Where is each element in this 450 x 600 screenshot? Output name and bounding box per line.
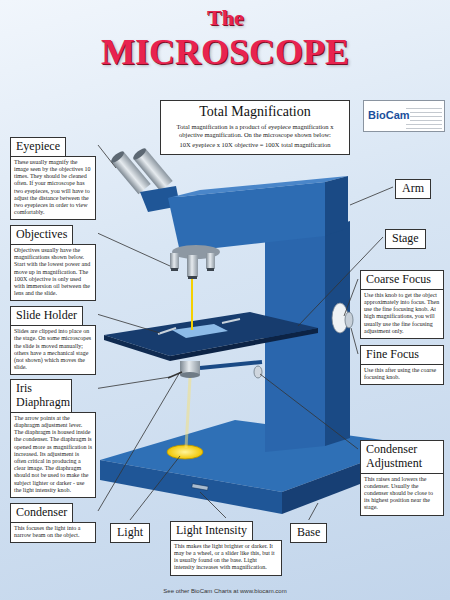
leader-line <box>260 374 358 449</box>
head-side <box>325 176 348 236</box>
part-description: This focuses the light into a narrow bea… <box>10 522 96 543</box>
light-glow <box>186 378 190 448</box>
part-box: Iris DiaphragmThe arrow points at the di… <box>10 379 96 498</box>
lens-tip <box>207 268 214 271</box>
tube-end <box>132 146 148 161</box>
head-front <box>168 182 325 252</box>
part-heading: Arm <box>395 179 431 199</box>
leader-line <box>98 314 160 333</box>
leader-line <box>130 456 180 520</box>
light-beam <box>191 279 193 330</box>
leader-line <box>309 503 318 520</box>
condenser-bracket <box>200 362 262 368</box>
leader-line <box>344 279 358 316</box>
leader-line <box>351 328 358 354</box>
part-description: The arrow points at the diaphragm adjust… <box>10 412 96 498</box>
objective-lens <box>206 253 215 269</box>
part-description: Slides are clipped into place on the sta… <box>10 325 96 375</box>
part-description: Use this after using the coarse focusing… <box>360 364 444 385</box>
part-tag: Light <box>110 522 150 543</box>
part-box: Light IntensityThis makes the light brig… <box>170 520 282 576</box>
part-heading: Base <box>290 523 327 543</box>
part-description: This makes the light brighter or darker.… <box>170 540 282 576</box>
part-heading: Light Intensity <box>170 521 253 541</box>
intensity-slider <box>192 484 208 491</box>
part-heading: Stage <box>385 229 426 249</box>
part-heading: Condenser Adjustment <box>360 440 444 474</box>
base-front <box>100 460 282 514</box>
part-box: Fine FocusUse this after using the coars… <box>360 345 444 385</box>
tube-end <box>110 149 126 164</box>
part-tag: Base <box>290 522 327 543</box>
condenser-knob <box>254 366 262 378</box>
condenser-end <box>180 372 200 378</box>
part-description: Use this knob to get the object approxim… <box>360 289 444 339</box>
part-box: CondenserThis focuses the light into a n… <box>10 502 96 543</box>
part-heading: Iris Diaphragm <box>10 379 72 413</box>
part-heading: Total Magnification <box>167 104 343 122</box>
part-heading: BioCam <box>368 109 410 121</box>
part-heading: Coarse Focus <box>360 270 444 290</box>
part-box: ObjectivesObjectives usually have the ma… <box>10 224 96 301</box>
part-description: This raises and lowers the condenser. Us… <box>360 473 444 516</box>
footer-note: See other BioCam Charts at www.biocam.co… <box>0 588 450 595</box>
part-heading: Eyepiece <box>10 137 66 157</box>
part-tag: Stage <box>385 228 426 249</box>
part-description: Objectives usually have the magnificatio… <box>10 244 96 301</box>
leader-line <box>98 377 170 388</box>
part-box: Condenser AdjustmentThis raises and lowe… <box>360 440 444 516</box>
leader-line <box>98 372 180 511</box>
stage-edge <box>104 335 170 361</box>
leader-line <box>98 233 170 266</box>
part-description: These usually magnify the image seen by … <box>10 156 96 221</box>
part-heading: Fine Focus <box>360 345 444 365</box>
objective-lens <box>187 255 198 277</box>
logo-box: BioCam <box>363 100 445 132</box>
part-tag: Arm <box>395 178 431 199</box>
leader-line <box>200 492 226 518</box>
lens-tip <box>171 268 178 271</box>
leader-line <box>98 145 116 168</box>
leader-lines <box>98 145 393 520</box>
part-description: Total magnification is a product of eyep… <box>167 122 343 140</box>
part-heading: Slide Holder <box>10 306 83 326</box>
info-box: Total MagnificationTotal magnification i… <box>160 100 350 155</box>
part-heading: Objectives <box>10 225 73 245</box>
part-box: Slide HolderSlides are clipped into plac… <box>10 305 96 375</box>
part-heading: Light <box>110 523 150 543</box>
slide-clip <box>222 319 240 323</box>
part-box: EyepieceThese usually magnify the image … <box>10 136 96 220</box>
part-description: 10X eyepiece x 10X objective = 100X tota… <box>167 140 343 150</box>
objective-lens <box>170 253 179 269</box>
part-box: Coarse FocusUse this knob to get the obj… <box>360 270 444 339</box>
lens-tip <box>188 276 197 279</box>
leader-line <box>350 187 393 205</box>
title-text: The MICROSCOPE <box>101 0 102 70</box>
fine-knob <box>345 312 353 328</box>
arm-side <box>325 221 350 446</box>
slide-clip <box>158 328 176 334</box>
part-heading: Condenser <box>10 503 73 523</box>
slide <box>172 324 228 338</box>
